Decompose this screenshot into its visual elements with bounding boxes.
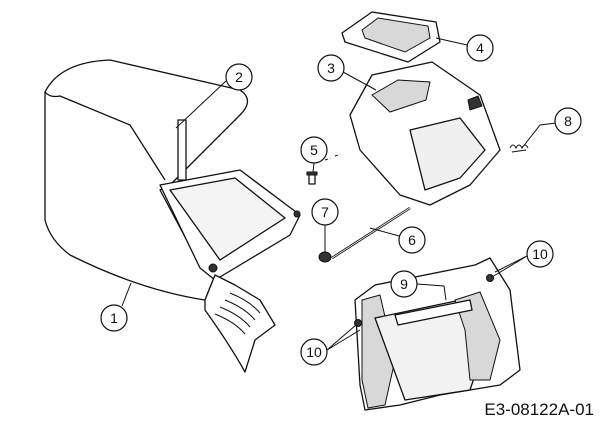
callout-7: 7 bbox=[311, 198, 339, 226]
screw-part bbox=[306, 153, 342, 185]
callout-1: 1 bbox=[100, 304, 128, 332]
axle-rod-part bbox=[331, 206, 411, 260]
grass-bag-part bbox=[44, 59, 301, 373]
cover-flap-part bbox=[341, 11, 441, 63]
callout-8: 8 bbox=[554, 107, 582, 135]
callout-9: 9 bbox=[390, 270, 418, 298]
nut-part bbox=[486, 274, 494, 282]
callout-label: 10 bbox=[306, 344, 322, 360]
callout-label: 5 bbox=[310, 142, 318, 158]
callout-5: 5 bbox=[300, 136, 328, 164]
nut-part bbox=[354, 319, 362, 327]
leader-lines bbox=[121, 37, 557, 351]
callout-3: 3 bbox=[317, 54, 345, 82]
callout-label: 2 bbox=[235, 69, 243, 85]
callout-4: 4 bbox=[466, 34, 494, 62]
callout-label: 8 bbox=[564, 113, 572, 129]
callout-label: 3 bbox=[327, 60, 335, 76]
callout-10-top: 10 bbox=[526, 240, 554, 268]
callout-label: 4 bbox=[476, 40, 484, 56]
callout-label: 6 bbox=[408, 232, 416, 248]
drawing-code: E3-08122A-01 bbox=[484, 400, 594, 419]
callout-label: 10 bbox=[532, 246, 548, 262]
rear-chute-frame-part bbox=[354, 257, 521, 411]
callout-label: 1 bbox=[110, 310, 118, 326]
callout-label: 7 bbox=[321, 204, 329, 220]
callout-10-bottom: 10 bbox=[300, 338, 328, 366]
rear-cover-part bbox=[349, 61, 501, 206]
spring-part bbox=[509, 144, 529, 153]
callout-6: 6 bbox=[398, 226, 426, 254]
callout-2: 2 bbox=[225, 63, 253, 91]
callout-label: 9 bbox=[400, 276, 408, 292]
